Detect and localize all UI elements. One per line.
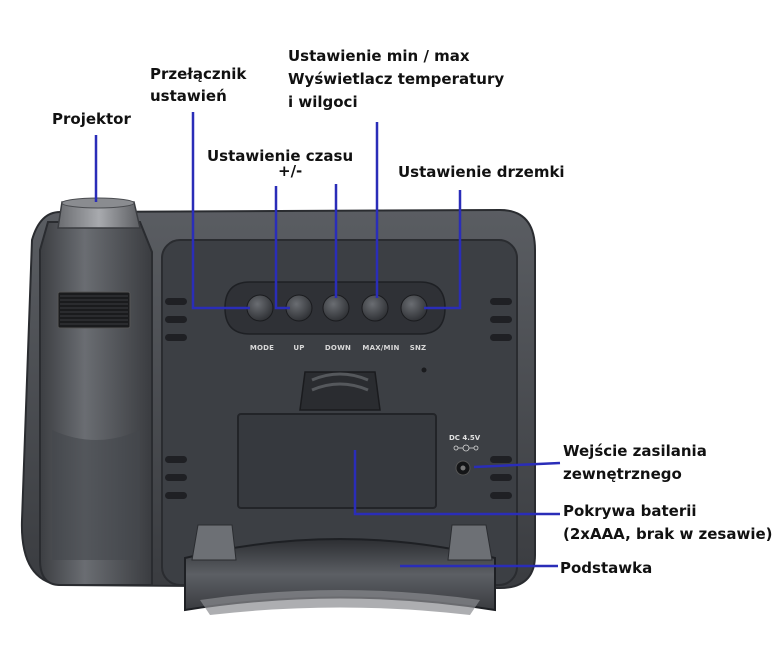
button-label-up: UP: [293, 344, 305, 352]
stand-hinge: [299, 371, 381, 411]
line-snz: [424, 190, 462, 310]
maxmin-button: [361, 294, 389, 322]
label-minmax-line3: i wilgoci: [288, 93, 358, 111]
label-snooze: Ustawienie drzemki: [398, 163, 565, 181]
dc-input-label: DC 4.5V: [449, 434, 481, 442]
line-power: [473, 461, 561, 469]
label-minmax-line1: Ustawienie min / max: [288, 47, 470, 65]
button-label-maxmin: MAX/MIN: [362, 344, 400, 352]
label-battery-line1: Pokrywa baterii: [563, 502, 697, 520]
snz-button: [400, 294, 428, 322]
line-battery: [353, 450, 560, 516]
label-power-line1: Wejście zasilania: [563, 442, 707, 460]
callout-lines: [94, 112, 561, 568]
label-projector: Projektor: [52, 110, 131, 128]
label-power-line2: zewnętrznego: [563, 465, 682, 483]
label-minmax-line2: Wyświetlacz temperatury: [288, 70, 505, 88]
battery-cover: [237, 413, 437, 509]
line-up: [274, 186, 290, 310]
line-mode: [191, 112, 250, 310]
button-label-mode: MODE: [249, 344, 275, 352]
label-mode-switch-line2: ustawień: [150, 87, 227, 105]
label-mode-switch-line1: Przełącznik: [150, 65, 247, 83]
label-time-line1: Ustawienie czasu: [207, 147, 354, 165]
label-stand: Podstawka: [560, 559, 653, 577]
right-vents: [490, 298, 512, 499]
left-vents: [165, 298, 187, 499]
label-time-line2: +/-: [278, 162, 303, 180]
mode-button: [246, 294, 274, 322]
projector-window: [57, 291, 131, 329]
label-battery-line2: (2xAAA, brak w zesawie): [563, 525, 773, 543]
dc-jack: [453, 444, 479, 476]
button-label-snz: SNZ: [409, 344, 427, 352]
button-label-down: DOWN: [324, 344, 352, 352]
device-buttons: [246, 294, 428, 322]
down-button: [322, 294, 350, 322]
